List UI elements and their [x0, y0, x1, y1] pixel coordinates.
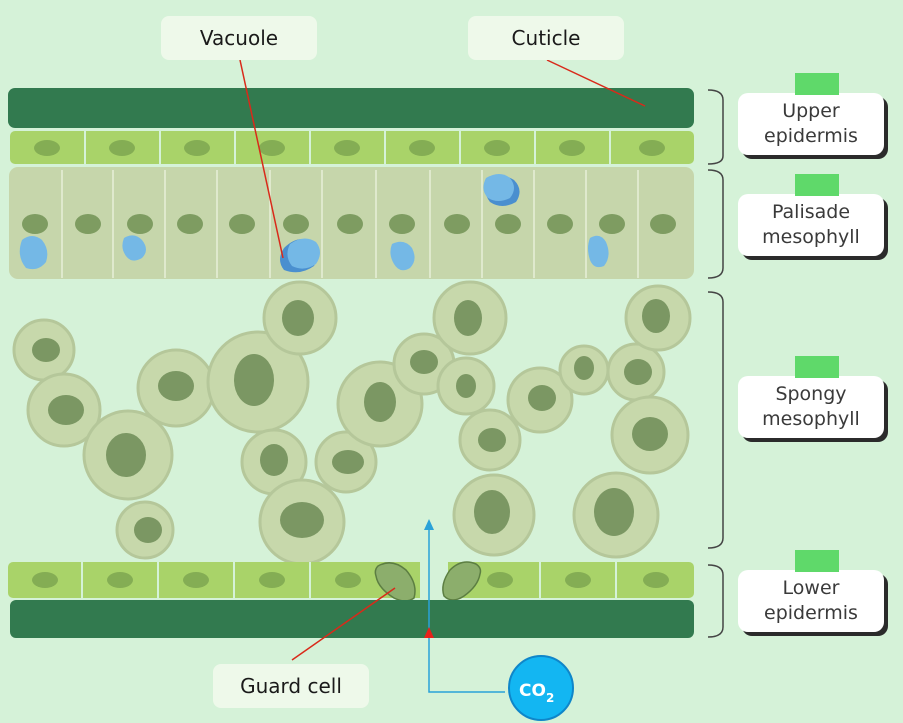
guard-cell-callout: Guard cell	[213, 664, 369, 708]
vacuole-callout: Vacuole	[161, 16, 317, 60]
co2-label: CO	[519, 681, 546, 701]
upper-cuticle	[8, 88, 694, 128]
lower-epidermis-label: Lower epidermis	[738, 570, 884, 632]
upper-epidermis	[10, 131, 694, 164]
spongy-mesophyll-label: Spongy mesophyll	[738, 376, 884, 438]
co2-molecule	[508, 655, 574, 721]
upper-epidermis-tab	[795, 73, 839, 95]
lower-epidermis	[8, 562, 694, 598]
lower-cuticle	[10, 600, 694, 638]
spongy-line1: Spongy	[775, 383, 847, 405]
upper-epidermis-line2: epidermis	[764, 125, 858, 147]
spongy-mesophyll	[12, 280, 692, 566]
vacuole-label: Vacuole	[199, 26, 279, 50]
vacuoles	[19, 174, 609, 273]
palisade-line2: mesophyll	[762, 226, 860, 248]
co2-path-arrow	[424, 519, 505, 693]
pointer-lines	[239, 59, 646, 661]
spongy-mesophyll-tab	[795, 356, 839, 378]
lower-epidermis-tab	[795, 550, 839, 572]
palisade-line1: Palisade	[771, 201, 851, 223]
palisade-mesophyll-tab	[795, 174, 839, 196]
lower-epidermis-line2: epidermis	[764, 602, 858, 624]
spongy-line2: mesophyll	[762, 408, 860, 430]
cuticle-callout: Cuticle	[468, 16, 624, 60]
upper-epidermis-label: Upper epidermis	[738, 93, 884, 155]
lower-epidermis-line1: Lower	[782, 577, 840, 599]
guard-cells	[374, 561, 482, 602]
svg-text:CO2: CO2	[519, 681, 554, 705]
palisade-mesophyll-label: Palisade mesophyll	[738, 194, 884, 256]
palisade-mesophyll	[9, 167, 694, 279]
layer-brackets	[707, 89, 724, 638]
cuticle-label: Cuticle	[511, 26, 581, 50]
co2-subscript: 2	[546, 691, 554, 705]
guard-cell-label: Guard cell	[240, 674, 342, 698]
upper-epidermis-line1: Upper	[782, 100, 840, 122]
